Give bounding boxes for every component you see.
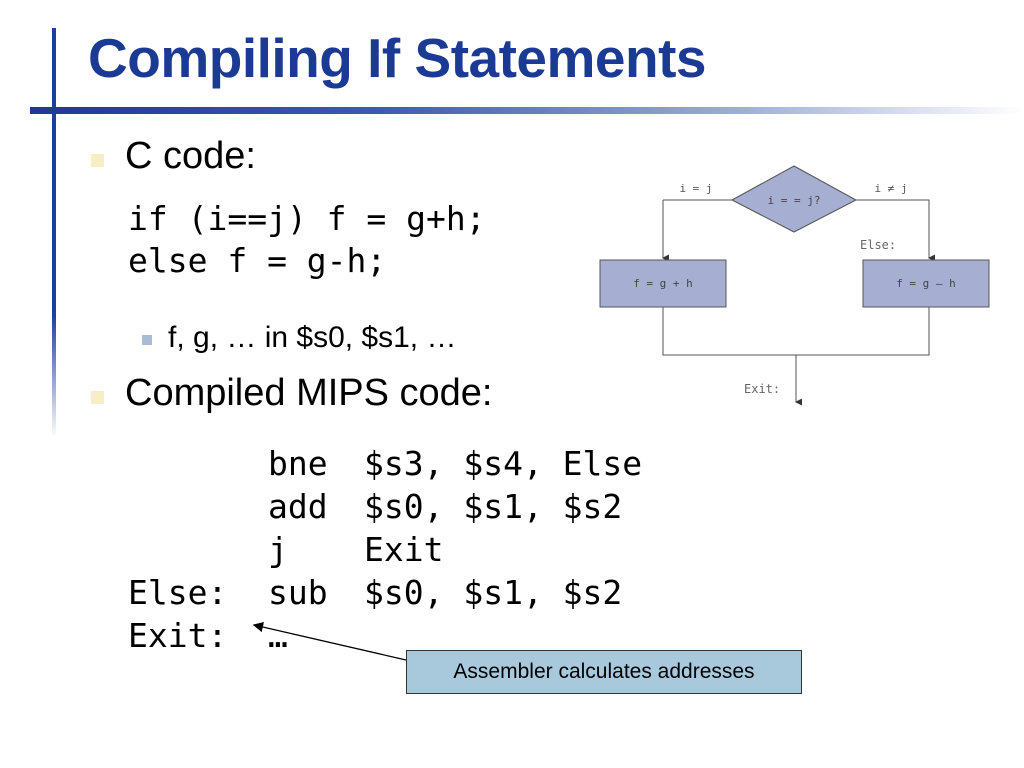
flow-merge-line	[662, 307, 930, 356]
mips-op: bne	[268, 444, 328, 483]
c-code-line: else f = g-h;	[128, 241, 387, 280]
sub-bullet-text: f, g, … in $s0, $s1, …	[168, 321, 457, 354]
mips-op: sub	[268, 573, 328, 612]
bullet-square-icon	[91, 154, 104, 167]
bullet-c-code: C code:	[125, 135, 256, 177]
mips-args: Exit	[364, 530, 444, 569]
then-box-label: f = g + h	[633, 277, 693, 290]
else-label: Else:	[860, 238, 896, 252]
mips-op: j	[268, 530, 288, 569]
true-branch-label: i = j	[679, 182, 712, 195]
else-box	[862, 259, 990, 308]
accent-vertical-bar	[52, 28, 56, 438]
mips-line: Exit: …	[128, 614, 364, 657]
flowchart: i = = j? i = j i ≠ j Else: f = g + h f =…	[599, 165, 990, 406]
callout-box: Assembler calculates addresses	[406, 650, 802, 694]
bullet-mips-code: Compiled MIPS code:	[125, 372, 493, 414]
decision-diamond	[730, 165, 858, 233]
mips-line: add $s0, $s1, $s2	[128, 485, 622, 528]
mips-label: Exit:	[128, 616, 228, 655]
mips-args: $s0, $s1, $s2	[364, 573, 623, 612]
c-code-line: if (i==j) f = g+h;	[128, 199, 486, 238]
mips-line: Else: sub $s0, $s1, $s2	[128, 571, 622, 614]
mips-op: add	[268, 487, 328, 526]
false-branch-label: i ≠ j	[874, 182, 907, 195]
exit-label: Exit:	[744, 382, 780, 396]
decision-label: i = = j?	[768, 194, 821, 207]
mips-op: …	[268, 616, 288, 655]
mips-line: j Exit	[128, 528, 443, 571]
flow-arrow-false	[856, 199, 935, 262]
mips-line: bne $s3, $s4, Else	[128, 442, 642, 485]
title-underline	[30, 107, 1024, 114]
mips-args: $s3, $s4, Else	[364, 444, 643, 483]
then-box	[599, 259, 727, 308]
c-code-block: if (i==j) f = g+h; else f = g-h;	[128, 198, 486, 282]
mips-label: Else:	[128, 573, 228, 612]
mips-args: $s0, $s1, $s2	[364, 487, 623, 526]
bullet-square-icon	[91, 391, 104, 404]
else-box-label: f = g – h	[896, 277, 956, 290]
slide-title: Compiling If Statements	[88, 27, 707, 89]
callout-arrow	[252, 621, 407, 661]
sub-bullet-square-icon	[142, 335, 152, 345]
